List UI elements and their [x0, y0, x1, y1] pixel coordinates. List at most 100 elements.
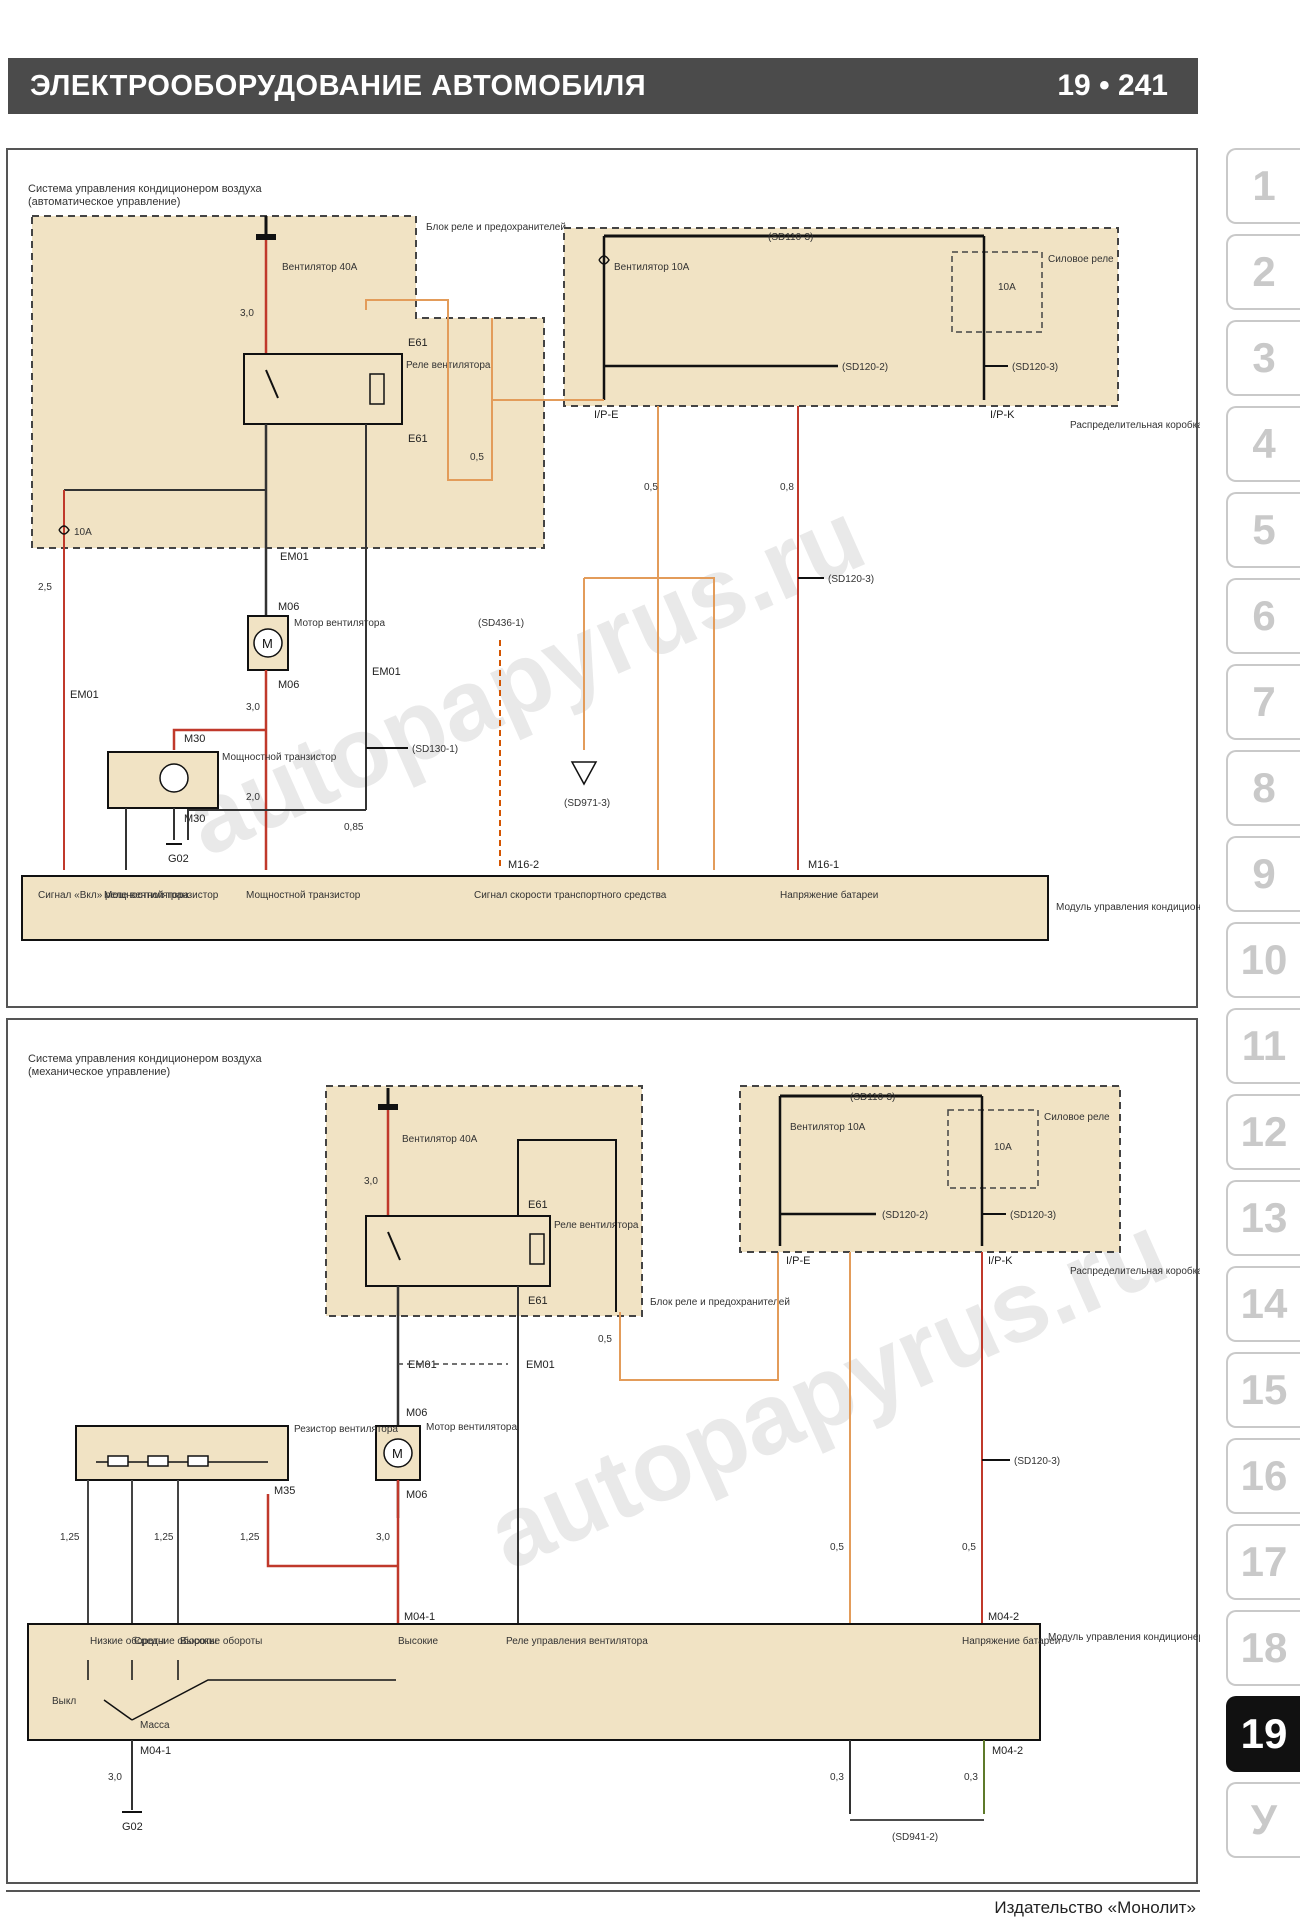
power-transistor-label: Мощностной транзистор	[222, 752, 337, 763]
pin-m04-1-top: M04-1	[404, 1611, 435, 1623]
ref-sd120-2-bottom: (SD120-2)	[882, 1210, 928, 1221]
relay-coil	[369, 373, 385, 405]
pin-em01-left: EM01	[70, 689, 99, 701]
resistor-3	[187, 1455, 209, 1467]
pin-m06-bot: M06	[278, 679, 299, 691]
wire-transistor-red	[172, 728, 266, 750]
pin-m16-2: M16-2	[508, 859, 539, 871]
wire-30-mid: 3,0	[246, 702, 260, 713]
chapter-tab-4[interactable]: 4	[1226, 406, 1300, 482]
resistor-label: Резистор вентилятора	[294, 1424, 398, 1435]
distribution-box	[563, 227, 1119, 407]
pin-m06-top: M06	[278, 601, 299, 613]
page-num: 241	[1117, 69, 1168, 102]
chapter-tab-9[interactable]: 9	[1226, 836, 1300, 912]
module-pin-0: Сигнал «Вкл» реле вентилятора	[38, 890, 189, 901]
chapter-tab-5[interactable]: 5	[1226, 492, 1300, 568]
motor-label: Мотор вентилятора	[294, 618, 385, 629]
pin-em01-mid: EM01	[280, 551, 309, 563]
chapter-tab-11[interactable]: 11	[1226, 1008, 1300, 1084]
wire-orange-ipe	[491, 399, 604, 480]
pin-ipk-bottom: I/P-K	[988, 1255, 1013, 1267]
relay-block-bottom	[325, 1085, 643, 1317]
pin-ipk: I/P-K	[990, 409, 1015, 421]
pin-em01-right: EM01	[372, 666, 401, 678]
chapter-tab-1[interactable]: 1	[1226, 148, 1300, 224]
chapter-tab-17[interactable]: 17	[1226, 1524, 1300, 1600]
motor-label-bottom: Мотор вентилятора	[426, 1422, 517, 1433]
module-pin-1: Мощностной транзистор	[104, 890, 219, 901]
chapter-tab-16[interactable]: 16	[1226, 1438, 1300, 1514]
chapter-tab-20[interactable]: У	[1226, 1782, 1300, 1858]
page-title: ЭЛЕКТРООБОРУДОВАНИЕ АВТОМОБИЛЯ	[30, 69, 647, 102]
diagram-title-bottom: Система управления кондиционером воздуха	[28, 1053, 263, 1065]
switch-off: Выкл	[52, 1696, 76, 1707]
chapter-tab-7[interactable]: 7	[1226, 664, 1300, 740]
chapter-tab-14[interactable]: 14	[1226, 1266, 1300, 1342]
hvac-module	[21, 875, 1049, 941]
wire-03-a: 0,3	[830, 1772, 844, 1783]
fuse-10a-label: 10A	[998, 282, 1016, 293]
fuse-40a-bottom	[378, 1104, 398, 1110]
pin-m16-1: M16-1	[808, 859, 839, 871]
module-pin-3: Сигнал скорости транспортного средства	[474, 890, 667, 901]
diagram-mechanical-svg: autopapyrus.ru Система управления кондиц…	[27, 1053, 1200, 1843]
diagram-title: Система управления кондиционером воздуха	[28, 183, 263, 195]
chapter-tab-2[interactable]: 2	[1226, 234, 1300, 310]
resistor-1	[107, 1455, 129, 1467]
chapter-tab-12[interactable]: 12	[1226, 1094, 1300, 1170]
wire-125-b: 1,25	[154, 1532, 174, 1543]
relay-contact	[265, 369, 279, 399]
fuse-left-label: 10A	[74, 527, 92, 538]
switch-pin-4: Реле управления вентилятора	[506, 1636, 648, 1647]
switch-pin-1: Средние обороты	[134, 1635, 217, 1647]
chapter-tab-13[interactable]: 13	[1226, 1180, 1300, 1256]
pin-e61-top-bottom: E61	[528, 1199, 548, 1211]
wire-resistor-red	[266, 1494, 398, 1568]
wire-20: 2,0	[246, 792, 260, 803]
chapter-tab-15[interactable]: 15	[1226, 1352, 1300, 1428]
ref-sd130: (SD130-1)	[412, 744, 458, 755]
power-relay-label: Силовое реле	[1048, 254, 1114, 265]
resistor-box	[75, 1425, 289, 1481]
footer-rule	[6, 1890, 1200, 1892]
pin-e61-top: E61	[408, 337, 428, 349]
ground-label-bottom: G02	[122, 1821, 143, 1833]
wire-30-bottom-gnd: 3,0	[108, 1772, 122, 1783]
fuse-left-symbol	[58, 525, 70, 535]
pin-m30-top: M30	[184, 733, 205, 745]
wire-03-b: 0,3	[964, 1772, 978, 1783]
switch-pin-5: Напряжение батареи	[962, 1635, 1060, 1647]
fuse-fan40a-label: Вентилятор 40A	[282, 262, 358, 273]
wire-30-bottom-mid: 3,0	[376, 1532, 390, 1543]
chapter-number: 19	[1057, 69, 1091, 102]
pin-em01-bottom: EM01	[408, 1359, 437, 1371]
distribution-box-label-bottom: Распределительная коробка	[1070, 1265, 1200, 1277]
ref-sd971: (SD971-3)	[564, 798, 610, 809]
fan-switch	[87, 1660, 396, 1721]
chapter-tab-10[interactable]: 10	[1226, 922, 1300, 998]
power-relay-box	[951, 251, 1043, 333]
module-pin-4: Напряжение батареи	[780, 889, 878, 901]
pin-em01-right-bottom: EM01	[526, 1359, 555, 1371]
pin-e61-bot: E61	[408, 433, 428, 445]
relay-block-label-bottom: Блок реле и предохранителей	[650, 1297, 790, 1308]
fuse-fan10a-label: Вентилятор 10A	[614, 262, 690, 273]
wire-orange-bottom	[619, 1252, 779, 1381]
wire-085: 0,85	[344, 822, 364, 833]
fuse-fan40a-label-bottom: Вентилятор 40A	[402, 1134, 478, 1145]
fuse-10a-symbol	[598, 255, 610, 265]
chapter-tab-6[interactable]: 6	[1226, 578, 1300, 654]
module-label-bottom: Модуль управления кондиционером воздуха	[1048, 1632, 1200, 1643]
pin-m04-1: M04-1	[140, 1745, 171, 1757]
chapter-tab-3[interactable]: 3	[1226, 320, 1300, 396]
chapter-tab-19[interactable]: 19	[1226, 1696, 1300, 1772]
chapter-tab-8[interactable]: 8	[1226, 750, 1300, 826]
motor-icon-bottom	[383, 1438, 413, 1468]
chapter-tab-18[interactable]: 18	[1226, 1610, 1300, 1686]
switch-pin-2: Высокие обороты	[180, 1635, 262, 1647]
distribution-box-bottom	[739, 1085, 1121, 1253]
wire-25: 2,5	[38, 582, 52, 593]
ref-sd110-bottom: (SD110-3)	[850, 1092, 895, 1103]
wire-08: 0,8	[780, 482, 794, 493]
